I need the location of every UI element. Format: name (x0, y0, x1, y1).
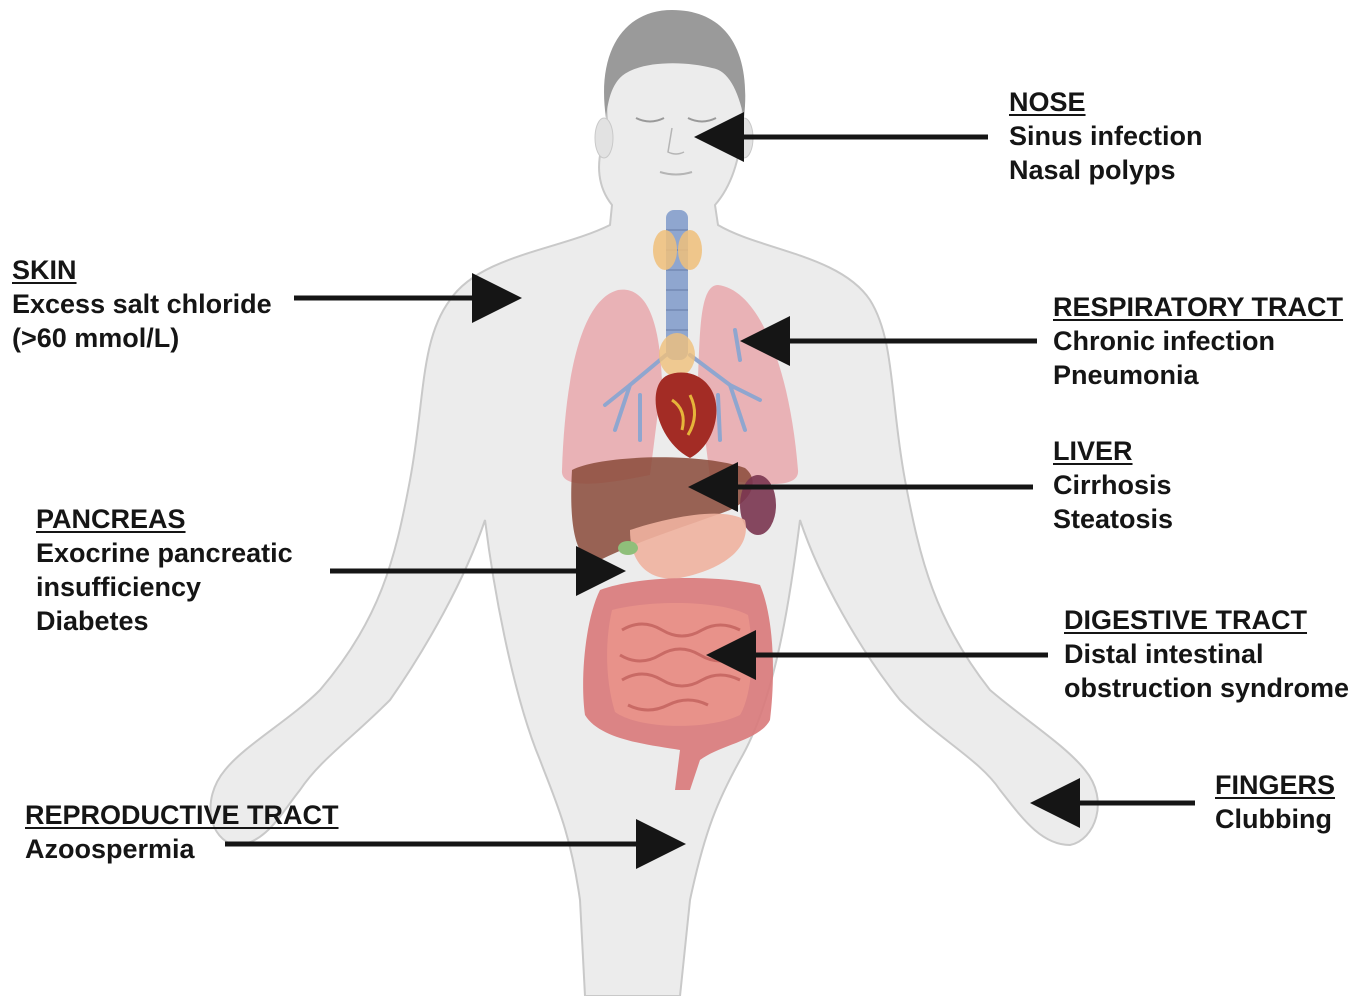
callout-reproductive: REPRODUCTIVE TRACT Azoospermia (25, 798, 339, 866)
callout-line: Azoospermia (25, 832, 339, 866)
callout-fingers: FINGERS Clubbing (1215, 768, 1335, 836)
callout-heading: LIVER (1053, 434, 1173, 468)
callout-heading: FINGERS (1215, 768, 1335, 802)
callout-line: Cirrhosis (1053, 468, 1173, 502)
callout-line: Distal intestinal (1064, 637, 1349, 671)
callout-heading: SKIN (12, 253, 272, 287)
callout-heading: REPRODUCTIVE TRACT (25, 798, 339, 832)
callout-line: Clubbing (1215, 802, 1335, 836)
callout-heading: DIGESTIVE TRACT (1064, 603, 1349, 637)
thyroid-right (678, 230, 702, 270)
callout-line: Pneumonia (1053, 358, 1343, 392)
callout-line: Nasal polyps (1009, 153, 1203, 187)
callout-heading: NOSE (1009, 85, 1203, 119)
callout-skin: SKIN Excess salt chloride (>60 mmol/L) (12, 253, 272, 355)
callout-liver: LIVER Cirrhosis Steatosis (1053, 434, 1173, 536)
callout-digestive: DIGESTIVE TRACT Distal intestinal obstru… (1064, 603, 1349, 705)
callout-line: Excess salt chloride (12, 287, 272, 321)
thyroid-left (653, 230, 677, 270)
gallbladder (618, 541, 638, 555)
thymus (659, 333, 695, 377)
callout-line: Steatosis (1053, 502, 1173, 536)
callout-line: Diabetes (36, 604, 293, 638)
callout-line: Exocrine pancreatic (36, 536, 293, 570)
left-ear (595, 118, 613, 158)
callout-heading: RESPIRATORY TRACT (1053, 290, 1343, 324)
callout-line: insufficiency (36, 570, 293, 604)
callout-heading: PANCREAS (36, 502, 293, 536)
callout-line: Chronic infection (1053, 324, 1343, 358)
callout-line: (>60 mmol/L) (12, 321, 272, 355)
callout-nose: NOSE Sinus infection Nasal polyps (1009, 85, 1203, 187)
small-intestine (607, 603, 752, 726)
callout-respiratory: RESPIRATORY TRACT Chronic infection Pneu… (1053, 290, 1343, 392)
callout-line: obstruction syndrome (1064, 671, 1349, 705)
callout-line: Sinus infection (1009, 119, 1203, 153)
callout-pancreas: PANCREAS Exocrine pancreatic insufficien… (36, 502, 293, 638)
